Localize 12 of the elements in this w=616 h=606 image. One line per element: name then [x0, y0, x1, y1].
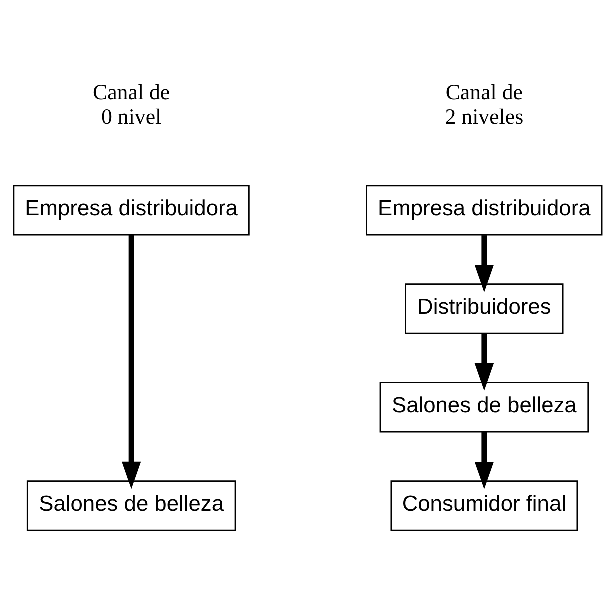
node-box: Empresa distribuidora — [13, 184, 250, 236]
label: Canal de 0 nivel — [93, 80, 170, 129]
node-box: Empresa distribuidora — [366, 184, 603, 236]
arrow — [122, 234, 142, 489]
label: Canal de 2 niveles — [445, 80, 524, 129]
node-box: Distribuidores — [405, 283, 564, 334]
node-box: Consumidor final — [390, 480, 578, 531]
node-box: Salones de belleza — [26, 480, 236, 531]
arrow — [474, 432, 494, 489]
arrow — [474, 334, 494, 390]
arrow — [474, 235, 494, 292]
node-box: Salones de belleza — [380, 382, 590, 432]
